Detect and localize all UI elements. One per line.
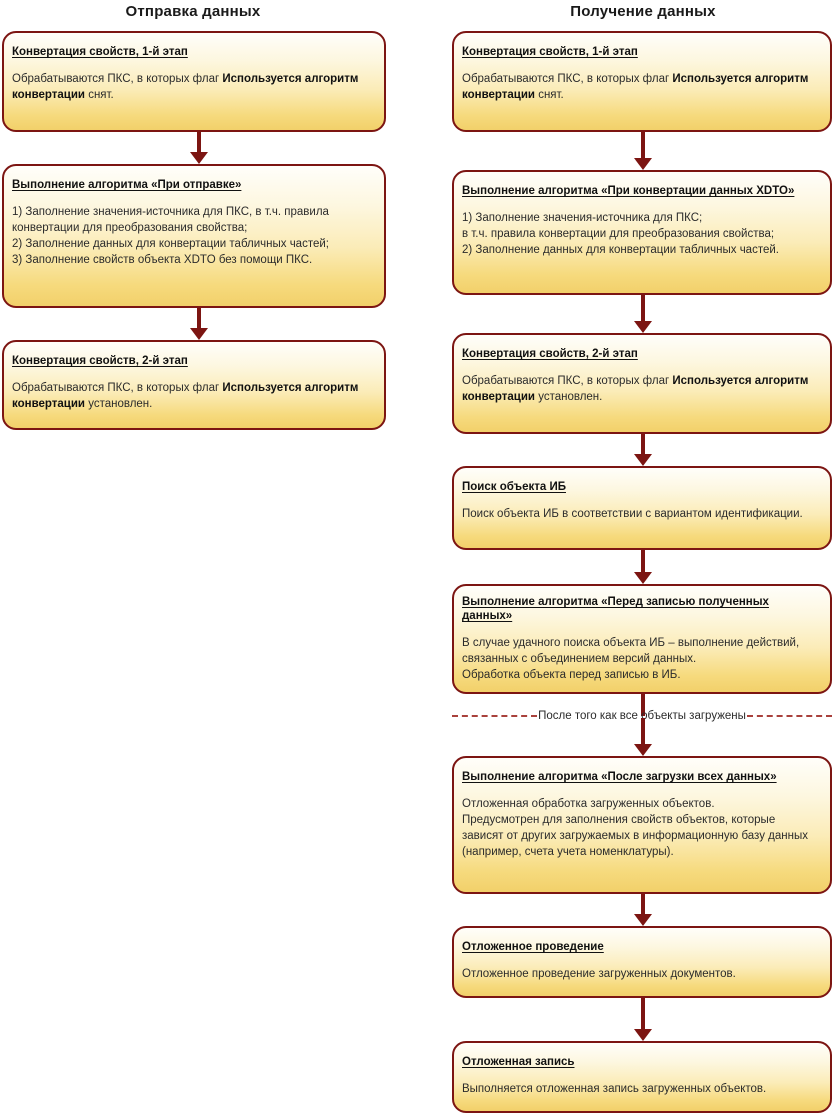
- send-node-2[interactable]: Выполнение алгоритма «При отправке» 1) З…: [2, 164, 386, 308]
- send-node-1-title: Конвертация свойств, 1-й этап: [12, 46, 188, 58]
- receive-node-8[interactable]: Отложенная запись Выполняется отложенная…: [452, 1041, 832, 1113]
- receive-arrow-7: [634, 998, 652, 1041]
- send-node-1[interactable]: Конвертация свойств, 1-й этап Обрабатыва…: [2, 31, 386, 132]
- receive-node-1-title: Конвертация свойств, 1-й этап: [462, 46, 638, 58]
- column-title-send: Отправка данных: [125, 3, 261, 20]
- send-node-3-body: Обрабатываются ПКС, в которых флаг Испол…: [12, 382, 359, 410]
- receive-arrow-3: [634, 434, 652, 466]
- receive-node-4[interactable]: Поиск объекта ИБ Поиск объекта ИБ в соот…: [452, 466, 832, 550]
- column-title-receive: Получение данных: [570, 3, 716, 20]
- send-node-3[interactable]: Конвертация свойств, 2-й этап Обрабатыва…: [2, 340, 386, 430]
- separator-dash-left: [452, 715, 538, 717]
- send-node-2-body: 1) Заполнение значения-источника для ПКС…: [12, 206, 329, 266]
- receive-node-3-body: Обрабатываются ПКС, в которых флаг Испол…: [462, 375, 809, 403]
- send-arrow-2: [190, 308, 208, 340]
- receive-arrow-4: [634, 550, 652, 584]
- receive-arrow-6: [634, 894, 652, 926]
- send-node-3-title: Конвертация свойств, 2-й этап: [12, 355, 188, 367]
- receive-node-7-body: Отложенное проведение загруженных докуме…: [462, 968, 736, 980]
- receive-node-7-title: Отложенное проведение: [462, 941, 604, 953]
- receive-node-3[interactable]: Конвертация свойств, 2-й этап Обрабатыва…: [452, 333, 832, 434]
- send-arrow-1: [190, 132, 208, 164]
- receive-arrow-5: [634, 718, 652, 756]
- receive-node-2[interactable]: Выполнение алгоритма «При конвертации да…: [452, 170, 832, 295]
- separator-label: После того как все объекты загружены: [538, 709, 746, 722]
- receive-node-5-body: В случае удачного поиска объекта ИБ – вы…: [462, 637, 800, 681]
- send-node-1-body: Обрабатываются ПКС, в которых флаг Испол…: [12, 73, 359, 101]
- receive-node-8-title: Отложенная запись: [462, 1056, 575, 1068]
- receive-node-3-title: Конвертация свойств, 2-й этап: [462, 348, 638, 360]
- receive-node-5[interactable]: Выполнение алгоритма «Перед записью полу…: [452, 584, 832, 694]
- receive-node-4-title: Поиск объекта ИБ: [462, 481, 566, 493]
- receive-arrow-2: [634, 295, 652, 333]
- receive-node-1-body: Обрабатываются ПКС, в которых флаг Испол…: [462, 73, 809, 101]
- receive-node-7[interactable]: Отложенное проведение Отложенное проведе…: [452, 926, 832, 998]
- receive-node-8-body: Выполняется отложенная запись загруженны…: [462, 1083, 767, 1095]
- receive-node-2-body: 1) Заполнение значения-источника для ПКС…: [462, 212, 779, 256]
- receive-node-1[interactable]: Конвертация свойств, 1-й этап Обрабатыва…: [452, 31, 832, 132]
- deferred-separator: После того как все объекты загружены: [452, 707, 833, 725]
- receive-node-5-title: Выполнение алгоритма «Перед записью полу…: [462, 596, 769, 622]
- receive-shaft-to-separator: [634, 694, 652, 716]
- send-node-2-title: Выполнение алгоритма «При отправке»: [12, 179, 242, 191]
- receive-node-4-body: Поиск объекта ИБ в соответствии с вариан…: [462, 508, 803, 520]
- receive-arrow-1: [634, 132, 652, 170]
- receive-node-6[interactable]: Выполнение алгоритма «После загрузки все…: [452, 756, 832, 894]
- receive-node-6-body: Отложенная обработка загруженных объекто…: [462, 798, 808, 858]
- receive-node-2-title: Выполнение алгоритма «При конвертации да…: [462, 185, 795, 197]
- separator-dash-right: [746, 715, 833, 717]
- receive-node-6-title: Выполнение алгоритма «После загрузки все…: [462, 771, 777, 783]
